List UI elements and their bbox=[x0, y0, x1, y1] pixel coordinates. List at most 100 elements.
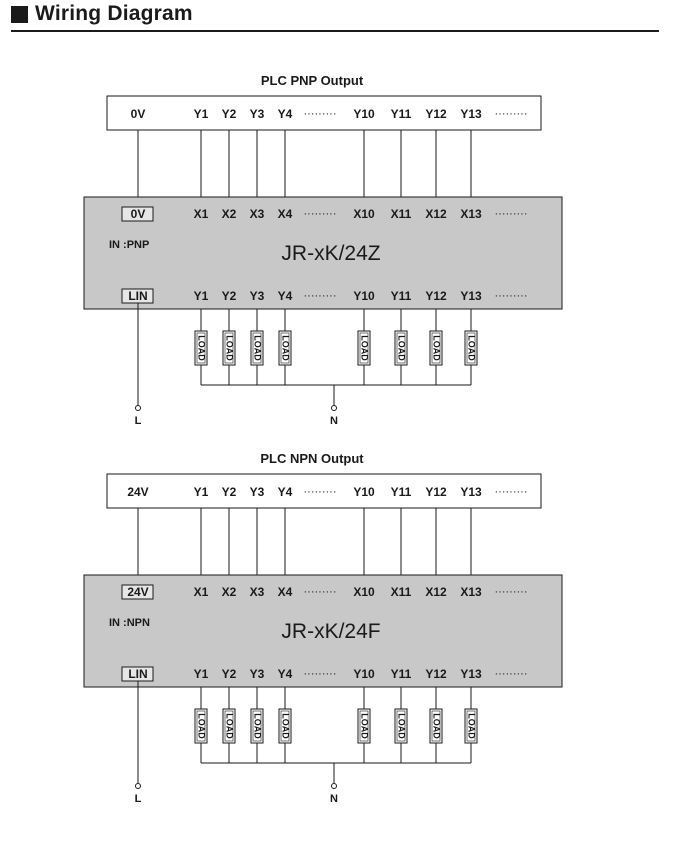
load-label: LOAD bbox=[397, 335, 407, 361]
load-label: LOAD bbox=[360, 713, 370, 739]
terminal-l-icon bbox=[135, 405, 141, 411]
plc-title: PLC NPN Output bbox=[260, 451, 364, 466]
load-box-inner bbox=[431, 332, 441, 364]
relay-input-label: X2 bbox=[222, 207, 237, 221]
relay-output-label: Y10 bbox=[353, 667, 375, 681]
load-box-inner bbox=[359, 332, 369, 364]
section-header: Wiring Diagram bbox=[11, 2, 659, 32]
load-label: LOAD bbox=[281, 713, 291, 739]
plc-output-label: Y11 bbox=[391, 485, 412, 499]
plc-box bbox=[106, 95, 542, 131]
relay-output-label: Y4 bbox=[278, 667, 293, 681]
relay-input-label: X12 bbox=[425, 207, 447, 221]
load-box-inner bbox=[224, 332, 234, 364]
relay-output-label: Y1 bbox=[194, 289, 209, 303]
load-box-inner bbox=[396, 332, 406, 364]
plc-output-label: Y3 bbox=[250, 485, 265, 499]
load-label: LOAD bbox=[225, 713, 235, 739]
terminal-n-icon bbox=[331, 783, 337, 789]
plc-output-label: Y1 bbox=[194, 485, 209, 499]
ellipsis: ········· bbox=[304, 208, 337, 220]
load-box-inner bbox=[252, 332, 262, 364]
ellipsis: ········· bbox=[304, 290, 337, 302]
relay-output-label: Y2 bbox=[222, 667, 237, 681]
load-label: LOAD bbox=[467, 713, 477, 739]
load-label: LOAD bbox=[397, 713, 407, 739]
load-label: LOAD bbox=[432, 713, 442, 739]
relay-output-label: Y11 bbox=[391, 289, 412, 303]
ellipsis: ········· bbox=[495, 290, 528, 302]
terminal-l-icon bbox=[135, 783, 141, 789]
relay-input-label: X1 bbox=[194, 207, 209, 221]
plc-output-label: Y2 bbox=[222, 485, 237, 499]
load-box-inner bbox=[252, 710, 262, 742]
plc-output-label: Y10 bbox=[353, 485, 375, 499]
relay-common-box bbox=[121, 206, 154, 222]
relay-input-label: X3 bbox=[250, 207, 265, 221]
relay-module bbox=[83, 574, 563, 688]
plc-title: PLC PNP Output bbox=[261, 73, 364, 88]
relay-mode-label: IN :NPN bbox=[109, 617, 150, 629]
ellipsis: ········· bbox=[304, 108, 337, 120]
ellipsis: ········· bbox=[304, 586, 337, 598]
relay-input-label: X11 bbox=[391, 585, 412, 599]
plc-output-label: Y11 bbox=[391, 107, 412, 121]
relay-output-label: Y11 bbox=[391, 667, 412, 681]
load-label: LOAD bbox=[281, 335, 291, 361]
square-bullet-icon bbox=[11, 6, 28, 23]
header-rule bbox=[11, 30, 659, 32]
relay-model-label: JR-xK/24F bbox=[281, 620, 380, 643]
relay-input-label: X13 bbox=[460, 207, 482, 221]
load-label: LOAD bbox=[225, 335, 235, 361]
plc-output-label: Y13 bbox=[460, 485, 482, 499]
load-box-inner bbox=[196, 710, 206, 742]
load-label: LOAD bbox=[467, 335, 477, 361]
relay-input-label: X10 bbox=[353, 207, 375, 221]
relay-input-label: X2 bbox=[222, 585, 237, 599]
relay-output-label: Y12 bbox=[425, 667, 447, 681]
relay-input-label: X4 bbox=[278, 207, 293, 221]
relay-input-label: X13 bbox=[460, 585, 482, 599]
relay-input-label: X1 bbox=[194, 585, 209, 599]
relay-lin-label: LIN bbox=[128, 667, 147, 681]
relay-model-label: JR-xK/24Z bbox=[281, 242, 380, 265]
load-box-inner bbox=[396, 710, 406, 742]
relay-module bbox=[83, 196, 563, 310]
load-label: LOAD bbox=[197, 713, 207, 739]
relay-input-label: X4 bbox=[278, 585, 293, 599]
plc-output-label: Y10 bbox=[353, 107, 375, 121]
relay-output-label: Y2 bbox=[222, 289, 237, 303]
plc-common-label: 0V bbox=[131, 107, 146, 121]
relay-output-label: Y3 bbox=[250, 289, 265, 303]
load-label: LOAD bbox=[253, 335, 263, 361]
relay-common-box bbox=[121, 584, 154, 600]
plc-output-label: Y12 bbox=[425, 107, 447, 121]
relay-output-label: Y13 bbox=[460, 289, 482, 303]
load-box-inner bbox=[466, 332, 476, 364]
ellipsis: ········· bbox=[495, 668, 528, 680]
load-label: LOAD bbox=[253, 713, 263, 739]
plc-output-label: Y13 bbox=[460, 107, 482, 121]
terminal-l-label: L bbox=[135, 415, 142, 427]
relay-common-label: 24V bbox=[127, 585, 148, 599]
relay-input-label: X10 bbox=[353, 585, 375, 599]
load-box-inner bbox=[359, 710, 369, 742]
load-box-inner bbox=[431, 710, 441, 742]
relay-output-label: Y12 bbox=[425, 289, 447, 303]
relay-output-label: Y4 bbox=[278, 289, 293, 303]
load-box-inner bbox=[466, 710, 476, 742]
load-box-inner bbox=[280, 332, 290, 364]
relay-output-label: Y3 bbox=[250, 667, 265, 681]
relay-output-label: Y13 bbox=[460, 667, 482, 681]
relay-mode-label: IN :PNP bbox=[109, 239, 149, 251]
load-box-inner bbox=[280, 710, 290, 742]
relay-lin-label: LIN bbox=[128, 289, 147, 303]
ellipsis: ········· bbox=[495, 108, 528, 120]
relay-input-label: X3 bbox=[250, 585, 265, 599]
terminal-n-label: N bbox=[330, 793, 338, 805]
terminal-n-icon bbox=[331, 405, 337, 411]
plc-output-label: Y4 bbox=[278, 107, 293, 121]
load-label: LOAD bbox=[432, 335, 442, 361]
